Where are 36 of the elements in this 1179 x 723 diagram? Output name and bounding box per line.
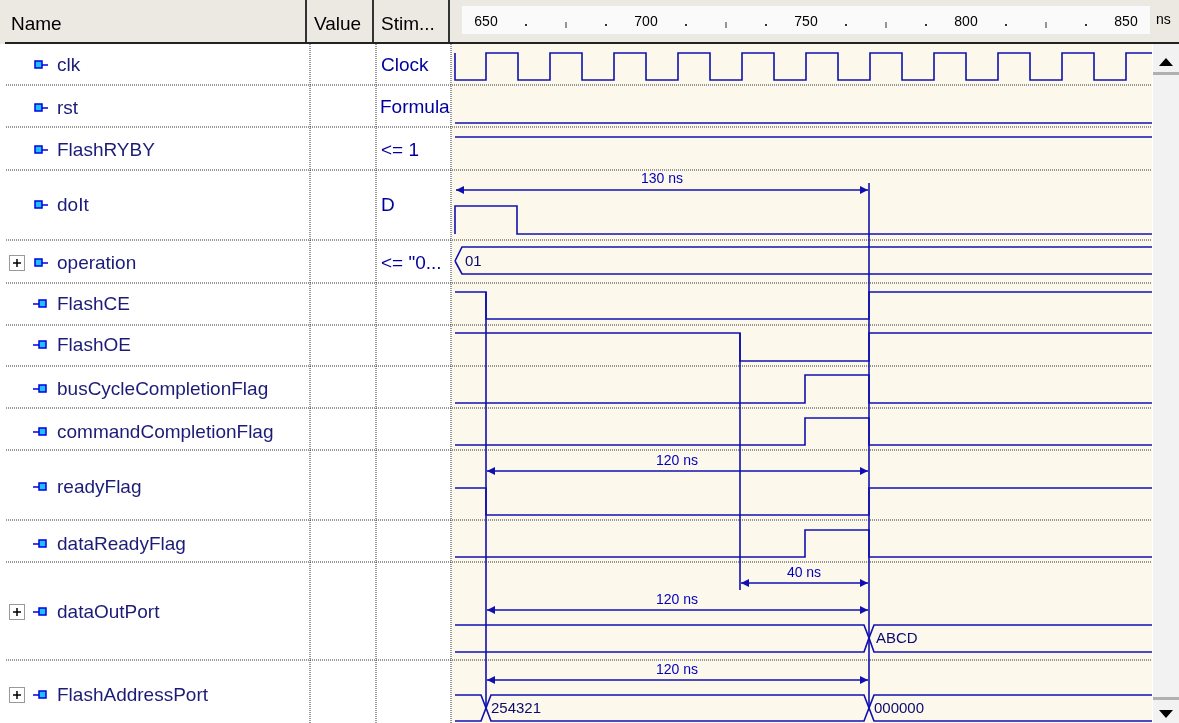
stimulus-value: D	[381, 194, 395, 216]
signal-name: operation	[57, 252, 137, 274]
signal-name: FlashRYBY	[57, 139, 155, 161]
signal-name: commandCompletionFlag	[57, 421, 274, 443]
signal-name: FlashCE	[57, 293, 130, 315]
bus-value: 01	[465, 252, 482, 270]
signal-name: dataReadyFlag	[57, 533, 186, 555]
signal-name: rst	[57, 97, 79, 119]
stimulus-value: Formula	[380, 96, 450, 118]
signal-name: clk	[57, 54, 81, 76]
measurement-label: 40 ns	[786, 565, 822, 581]
column-header: Name	[11, 13, 62, 35]
time-tick-label: 750	[794, 14, 818, 30]
stimulus-value: Clock	[381, 54, 429, 76]
signal-name: FlashAddressPort	[57, 684, 208, 706]
measurement-label: 120 ns	[656, 592, 698, 608]
bus-value: ABCD	[876, 629, 918, 647]
bus-value: 254321	[491, 699, 542, 717]
time-tick-label: 850	[1114, 14, 1138, 30]
measurement-label: 120 ns	[656, 453, 698, 469]
time-unit: ns	[1156, 12, 1171, 28]
column-header: Stim...	[381, 13, 435, 35]
signal-name: FlashOE	[57, 334, 131, 356]
column-header: Value	[314, 13, 362, 35]
time-tick-label: 800	[954, 14, 978, 30]
time-tick-label: 700	[634, 14, 658, 30]
time-tick-label: 650	[474, 14, 498, 30]
bus-value: 000000	[874, 699, 925, 717]
signal-name: dataOutPort	[57, 601, 160, 623]
signal-name: doIt	[57, 194, 89, 216]
stimulus-value: <= 1	[381, 139, 420, 161]
measurement-label: 130 ns	[641, 171, 683, 187]
stimulus-value: <= "0...	[381, 252, 442, 274]
measurement-label: 120 ns	[656, 662, 698, 678]
signal-name: readyFlag	[57, 476, 142, 498]
signal-name: busCycleCompletionFlag	[57, 378, 269, 400]
